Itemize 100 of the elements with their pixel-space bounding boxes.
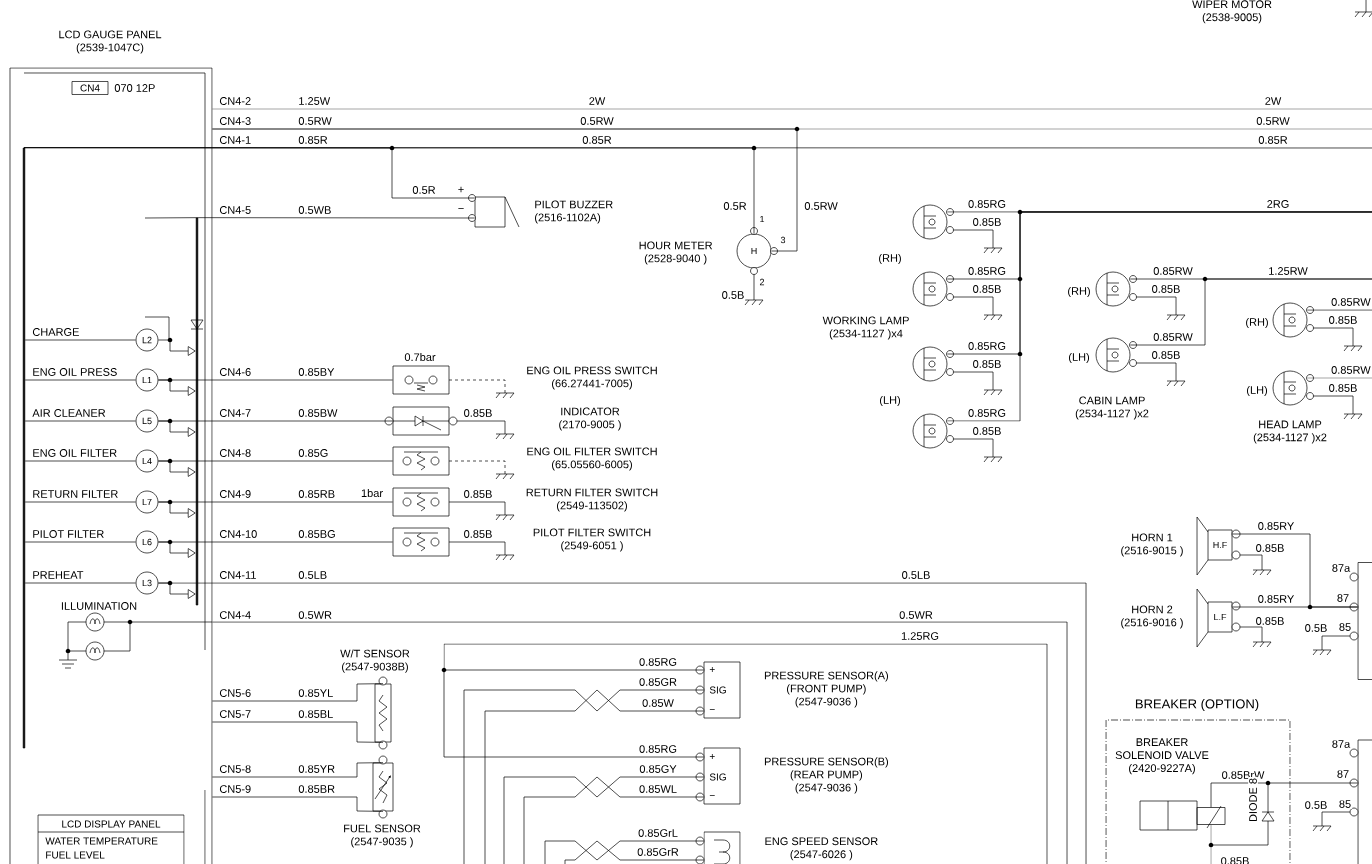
wire [158, 379, 196, 396]
component-label: ENG OIL PRESS SWITCH (66.27441-7005) [520, 365, 664, 391]
wire-label: 0.85B [1327, 383, 1359, 393]
wire-label: 0.85RW [1152, 266, 1194, 276]
wire-label: 0.85BY [297, 367, 336, 377]
lamp-symbol [1272, 370, 1314, 406]
component-label: ILLUMINATION [59, 601, 139, 611]
wire-label: 0.85B [1254, 616, 1286, 626]
indicator-lamp: L2 [135, 328, 159, 352]
switch-symbol [384, 406, 458, 436]
wire-label: 2W [1263, 96, 1283, 106]
wire-label: 0.85G [297, 448, 330, 458]
switch-symbol [392, 527, 450, 557]
wire-label: 0.5RW [803, 201, 839, 211]
wire-label: 0.85RW [1330, 365, 1372, 375]
pin-label: CN4-8 [218, 448, 253, 458]
wire-label: 0.85WL [638, 784, 678, 794]
wire-label: 0.85RB [297, 489, 337, 499]
wire-label: 1.25RG [900, 631, 940, 641]
wire [158, 501, 196, 518]
lamp-symbol [1272, 302, 1314, 338]
indicator-label: CHARGE [31, 327, 81, 337]
wire [1307, 309, 1372, 311]
wire-label: 0.85YL [297, 688, 335, 698]
bus-bar [195, 217, 199, 606]
component-label: HOUR METER (2528-9040 ) [639, 241, 713, 265]
wire-label: 0.85R [581, 135, 613, 145]
terminal-sign: − [456, 207, 466, 214]
wire-label: 0.5WR [297, 610, 333, 620]
pin-number: 1 [758, 214, 766, 224]
wire-label: 0.5LB [900, 570, 932, 580]
component-label: FUEL SENSOR (2547-9035 ) [344, 824, 421, 848]
wire-label: 0.5WR [898, 610, 934, 620]
pin-label: 87 [1335, 769, 1351, 779]
component-label: W/T SENSOR (2547-9038B) [340, 649, 410, 673]
terminal-sign: + [456, 185, 466, 195]
wire [212, 721, 384, 743]
wire [158, 460, 196, 477]
rating-label: 0.7bar [404, 352, 436, 362]
bus-bar [22, 147, 26, 749]
wire-label: 0.85RG [967, 408, 1007, 418]
indicator-label: PREHEAT [31, 570, 85, 580]
component-label: BREAKER SOLENOID VALVE (2420-9227A) [1115, 738, 1209, 775]
wire-label: 0.85RW [1152, 332, 1194, 342]
wire-label: 0.85R [297, 135, 329, 145]
component-label: INDICATOR (2170-9005 ) [553, 406, 627, 432]
wire [158, 582, 196, 599]
wire-label: 0.85GrR [636, 847, 680, 857]
indicator-label: AIR CLEANER [31, 408, 107, 418]
component-label: PRESSURE SENSOR(A) (FRONT PUMP) (2547-9036 ) [764, 671, 888, 708]
component-label: RETURN FILTER SWITCH (2549-113502) [519, 487, 665, 513]
pin-label: CN4-10 [218, 529, 259, 539]
wire-label: 0.85BL [297, 709, 335, 719]
component-label: WIPER MOTOR (2538-9005) [1187, 0, 1277, 25]
wire [443, 669, 704, 671]
wire [24, 339, 136, 341]
indicator-lamp: L6 [135, 530, 159, 554]
pin-label: CN4-9 [218, 489, 253, 499]
indicator-label: RETURN FILTER [31, 489, 120, 499]
box-title: BREAKER (OPTION) [1135, 698, 1259, 712]
box-title: LCD GAUGE PANEL (2539-1047C) [59, 30, 162, 54]
wire [443, 669, 704, 758]
pin-label: CN4-4 [218, 610, 253, 620]
wire-label: 0.85RG [967, 266, 1007, 276]
pin-label: CN5-6 [218, 688, 253, 698]
wire-label: 0.85B [1254, 543, 1286, 553]
wire [1130, 278, 1372, 346]
wire [144, 217, 198, 219]
wire-label: 2RG [1265, 199, 1291, 209]
wire-label: 0.85B [462, 489, 494, 499]
wire [1232, 606, 1358, 608]
wire [24, 582, 136, 584]
pin-label: CN5-8 [218, 764, 253, 774]
wire-label: 0.85RY [1256, 594, 1296, 604]
wire-label: 0.5RW [297, 116, 333, 126]
pin-label: CN4-2 [218, 96, 253, 106]
wire [196, 217, 475, 219]
pin-label: CN4-3 [218, 116, 253, 126]
wire-label: 1.25W [297, 96, 332, 106]
wire-label: 0.5RW [579, 116, 615, 126]
component-label: PILOT BUZZER (2516-1102A) [535, 200, 613, 224]
lamp-symbol [1095, 337, 1137, 373]
lamp-symbol [912, 271, 954, 307]
indicator-label: ENG OIL PRESS [31, 367, 119, 377]
wire-label: 0.85BG [297, 529, 337, 539]
wire-label: 0.5B [1303, 800, 1329, 810]
wire-label: 0.85B [462, 408, 494, 418]
component-label: HORN 1 (2516-9015 ) [1121, 533, 1183, 557]
wire-label: 0.85RG [967, 341, 1007, 351]
wire [212, 128, 798, 252]
indicator-lamp: L4 [135, 449, 159, 473]
wire [23, 147, 475, 199]
wire-label: 0.5LB [297, 570, 329, 580]
wire-label: 0.85B [462, 529, 494, 539]
wire-label: 0.85BrW [1220, 770, 1266, 780]
side-label: (RH) [877, 252, 903, 266]
pin-number: 3 [779, 235, 787, 245]
wire-label: 0.5R [722, 201, 748, 211]
wire-label: 0.85RG [638, 657, 678, 667]
wire-label: 0.5R [411, 185, 437, 195]
